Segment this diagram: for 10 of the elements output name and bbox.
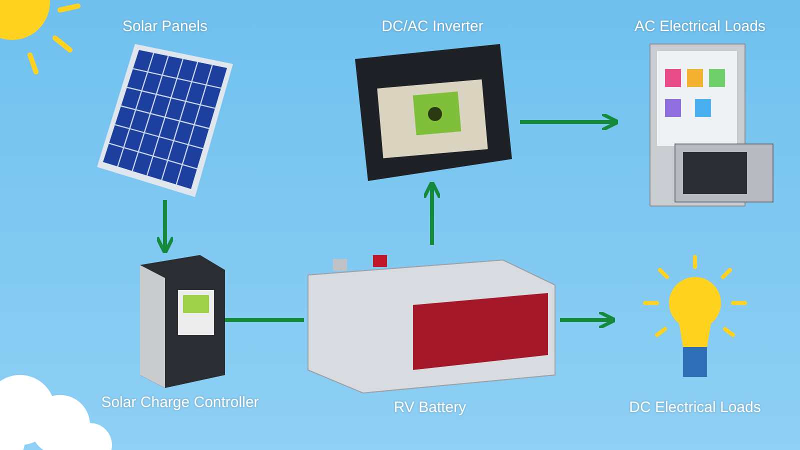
node-label: RV Battery	[394, 399, 466, 416]
node-label: AC Electrical Loads	[634, 18, 766, 35]
node-label: Solar Charge Controller	[101, 394, 259, 411]
node-label: Solar Panels	[122, 18, 208, 35]
arrow	[155, 200, 175, 255]
arrow	[520, 112, 620, 132]
arrow	[560, 310, 617, 330]
node-label: DC Electrical Loads	[629, 399, 761, 416]
arrow	[422, 180, 442, 245]
node-label: DC/AC Inverter	[382, 18, 484, 35]
